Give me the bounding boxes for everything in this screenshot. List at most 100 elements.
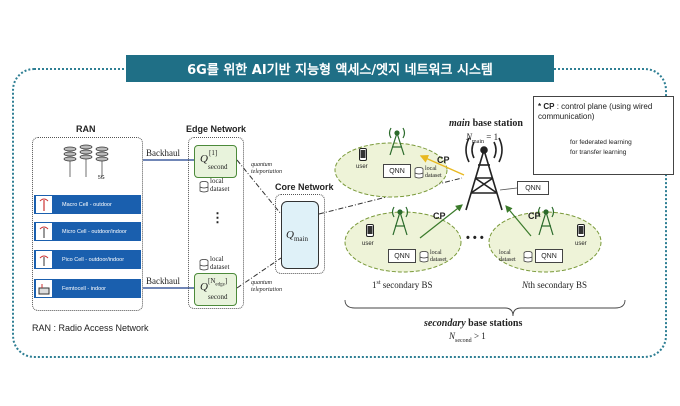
edge-q-first: Q [1] second [194, 145, 237, 178]
main-bs-n-value: = 1 [486, 132, 499, 142]
legend-cp-text: * CP : control plane (using wired commun… [538, 102, 672, 122]
first-qnn-box: QNN [388, 249, 416, 263]
edge-q-last-sub: second [208, 293, 228, 301]
main-local-dataset: local dataset [425, 166, 442, 179]
main-bs-count: Nmain = 1 [466, 132, 498, 145]
edge-vertical-ellipsis: ⋮ [211, 210, 224, 225]
secondary-n-value: > 1 [473, 331, 486, 341]
first-secondary-area [344, 211, 462, 273]
edge-q-first-symbol: Q [200, 153, 208, 165]
nth-cp-label: CP [528, 211, 541, 221]
edge-q-last-sup: [Nedge] [208, 277, 227, 287]
edge-local-dataset-top: local dataset [210, 177, 230, 193]
core-q-symbol: Q [286, 229, 294, 241]
edge-q-last-sup-open: [N [208, 277, 216, 285]
secondary-count: Nsecond > 1 [449, 331, 486, 344]
edge-container [188, 137, 244, 309]
phone-icon-first [366, 224, 374, 237]
nth-secondary-rest: th secondary BS [528, 280, 588, 290]
first-local-dataset: local dataset [430, 250, 447, 263]
teleport-label-top: quantum teleportation [251, 162, 282, 175]
first-secondary-rest: secondary BS [382, 280, 433, 290]
database-icon-nth [523, 250, 533, 263]
nth-qnn-box: QNN [535, 249, 563, 263]
secondary-n: N [449, 331, 456, 341]
pico-cell-label: Pico Cell - outdoor/indoor [62, 256, 125, 263]
main-user-label: user [356, 164, 368, 170]
secondary-ellipsis: • • • [466, 232, 484, 244]
page-title: 6G를 위한 AI기반 지능형 액세스/엣지 네트워크 시스템 [126, 55, 554, 82]
secondary-title: secondary base stations [424, 318, 522, 329]
legend-cp-rest: : control plane (using wired communicati… [538, 102, 653, 121]
macro-cell-label: Macro Cell - outdoor [62, 201, 112, 208]
nth-secondary-label: Nth secondary BS [522, 280, 587, 290]
core-q-sub: main [293, 235, 308, 244]
core-q-main-label: Qmain [286, 229, 308, 243]
femto-cell-row: Femtocell - indoor [34, 279, 141, 298]
secondary-bracket [344, 299, 626, 317]
femto-cell-icon [36, 280, 52, 297]
legend-federated-label: for federated learning [570, 139, 632, 146]
edge-q-last-sup-sub: edge [215, 282, 225, 288]
first-user-label: user [362, 241, 374, 247]
edge-q-first-sub: second [208, 163, 228, 171]
core-title: Core Network [275, 182, 334, 192]
first-secondary-tower-icon [391, 206, 409, 236]
micro-cell-row: Micro Cell - outdoor/indoor [34, 222, 141, 241]
pico-cell-row: Pico Cell - outdoor/indoor [34, 250, 141, 269]
legend-cp-bold: * CP [538, 102, 555, 111]
first-cp-label: CP [433, 211, 446, 221]
secondary-n-sub: second [455, 337, 472, 344]
first-secondary-sup: st [376, 280, 381, 286]
main-bs-title-rest: base station [472, 118, 523, 129]
macro-cell-row: Macro Cell - outdoor [34, 195, 141, 214]
main-area-qnn-box: QNN [383, 164, 411, 178]
pico-cell-icon [36, 251, 52, 268]
edge-q-last-symbol: Q [200, 281, 208, 293]
ran-footer: RAN : Radio Access Network [32, 323, 149, 333]
backhaul-label-top: Backhaul [146, 148, 180, 158]
first-secondary-label: 1st secondary BS [372, 280, 433, 290]
legend-transfer-label: for transfer learning [570, 149, 627, 156]
phone-icon-nth [577, 224, 585, 237]
main-bs-title-italic: main [449, 118, 471, 129]
federated-arrow-nth [505, 205, 532, 237]
ran-tower-label: 5G [98, 175, 105, 181]
backhaul-label-bottom: Backhaul [146, 276, 180, 286]
ran-container [32, 137, 143, 311]
first-secondary-number: 1 [372, 280, 377, 290]
nth-secondary-tower-icon [537, 206, 555, 236]
core-container [275, 194, 325, 274]
nth-local-dataset: local dataset [499, 250, 516, 263]
main-cp-label: CP [437, 155, 450, 165]
database-icon-bottom [199, 258, 209, 271]
main-tower-icon [465, 137, 503, 211]
secondary-title-italic: secondary [424, 318, 466, 329]
main-bs-title: main base station [449, 118, 523, 129]
edge-title: Edge Network [186, 124, 247, 134]
secondary-title-rest: base stations [468, 318, 523, 329]
teleport-line-bottom [236, 257, 282, 289]
legend-box: * CP : control plane (using wired commun… [533, 96, 674, 175]
ran-title: RAN [76, 124, 96, 134]
federated-arrow-first [419, 204, 463, 239]
database-icon-top [199, 180, 209, 193]
core-q-main: Qmain [281, 201, 319, 269]
database-icon-main [414, 166, 424, 179]
edge-q-last-sup-close: ] [224, 277, 228, 285]
teleport-line-top [236, 159, 282, 215]
main-qnn-box: QNN [517, 181, 549, 195]
micro-cell-icon [36, 223, 52, 240]
main-bs-n-sub: main [472, 138, 485, 145]
femto-cell-label: Femtocell - indoor [62, 285, 107, 292]
edge-local-dataset-bottom: local dataset [210, 255, 230, 271]
nth-user-label: user [575, 241, 587, 247]
database-icon-first [419, 250, 429, 263]
teleport-label-bottom: quantum teleportation [251, 280, 282, 293]
nth-secondary-n: N [522, 280, 529, 290]
phone-icon-main [359, 148, 367, 161]
transfer-arrow-main [419, 154, 465, 176]
ran-towers-icon [46, 141, 126, 181]
micro-cell-label: Micro Cell - outdoor/indoor [62, 228, 127, 235]
main-bs-n: N [466, 132, 473, 142]
